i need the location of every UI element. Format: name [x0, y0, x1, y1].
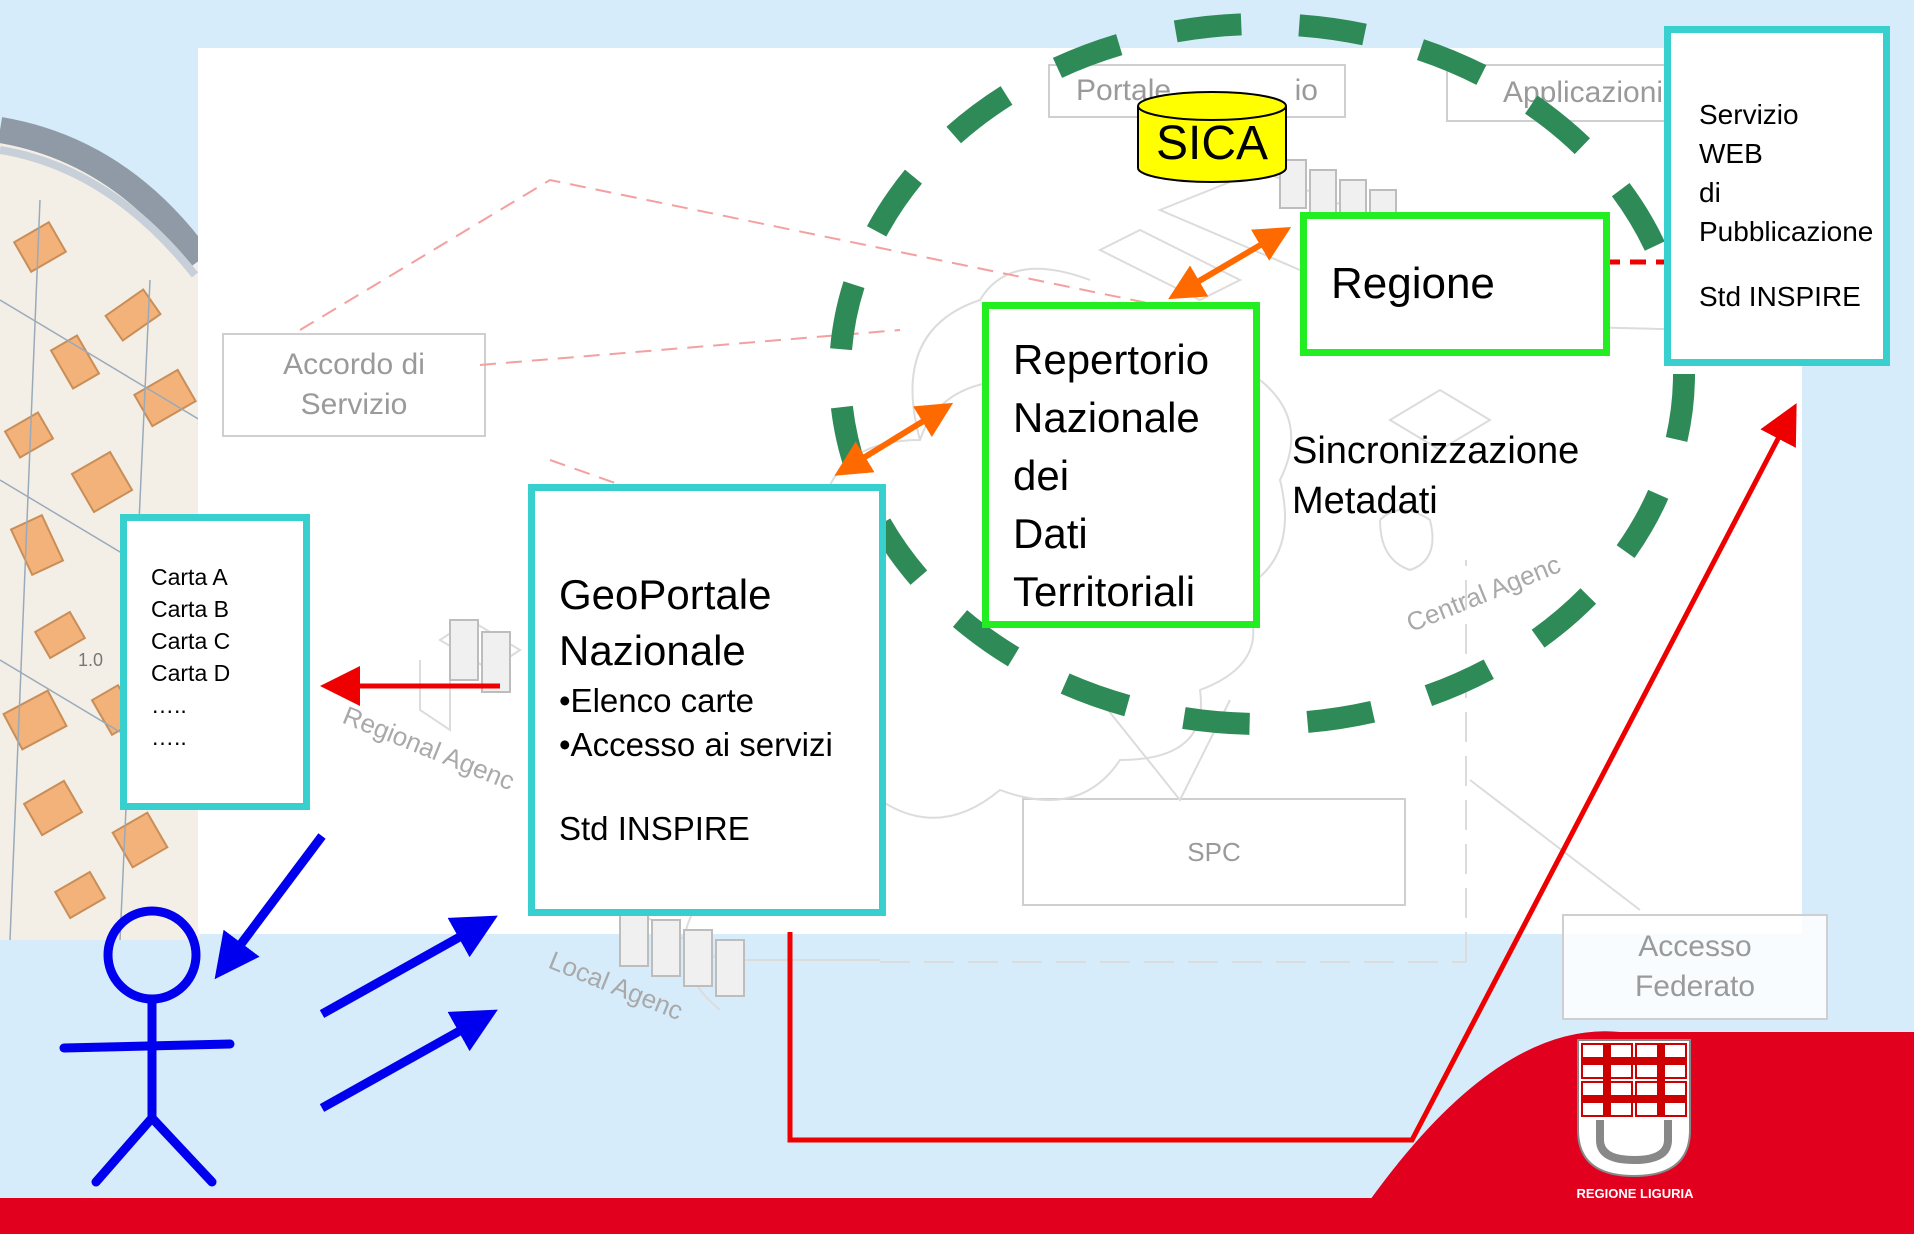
logo-caption: REGIONE LIGURIA: [1576, 1186, 1694, 1201]
servizio-line-4: Pubblicazione: [1699, 216, 1874, 247]
spc-label: SPC: [1187, 837, 1241, 867]
sincronizzazione-label: Sincronizzazione Metadati: [1292, 426, 1579, 526]
carte-item-5: …..: [151, 692, 187, 718]
repertorio-line-4: Dati: [1013, 510, 1088, 557]
regione-box: Regione: [1300, 212, 1610, 356]
servizio-web-box: Servizio WEB di Pubblicazione Std INSPIR…: [1664, 26, 1890, 366]
spc-box: SPC: [1022, 798, 1406, 906]
servizio-line-2: WEB: [1699, 138, 1763, 169]
blue-arrow-user-to-geo-2: [319, 1009, 498, 1112]
repertorio-box: Repertorio Nazionale dei Dati Territoria…: [982, 302, 1260, 628]
portale-label: Portale: [1076, 74, 1172, 107]
geoportale-title-1: GeoPortale: [559, 571, 772, 618]
applicazioni-label: Applicazioni: [1502, 76, 1664, 109]
repertorio-line-5: Territoriali: [1013, 568, 1196, 615]
servizio-line-1: Servizio: [1699, 99, 1799, 130]
geoportale-box: GeoPortale Nazionale •Elenco carte •Acce…: [528, 484, 886, 916]
repertorio-line-1: Repertorio: [1013, 336, 1210, 383]
accesso-federato-box: Accesso Federato: [1562, 914, 1828, 1020]
carte-item-4: Carta D: [151, 660, 231, 686]
accordo-line-1: Accordo di: [283, 348, 425, 381]
geoportale-standard: Std INSPIRE: [559, 810, 750, 847]
carte-item-2: Carta B: [151, 596, 229, 622]
accordo-line-2: Servizio: [300, 388, 408, 421]
regione-label: Regione: [1331, 259, 1495, 308]
servizio-line-3: di: [1699, 177, 1721, 208]
portale-suffix: io: [1294, 74, 1318, 107]
accesso-line-1: Accesso: [1638, 930, 1752, 963]
carte-item-3: Carta C: [151, 628, 231, 654]
accordo-di-servizio-box: Accordo di Servizio: [222, 333, 486, 437]
sincronizzazione-line-2: Metadati: [1292, 480, 1438, 522]
blue-arrow-user-to-geo-1: [319, 915, 498, 1018]
servizio-standard: Std INSPIRE: [1699, 281, 1861, 312]
sincronizzazione-line-1: Sincronizzazione: [1292, 430, 1580, 472]
carte-list-box: Carta A Carta B Carta C Carta D ….. …..: [120, 514, 310, 810]
repertorio-line-3: dei: [1013, 452, 1070, 499]
repertorio-line-2: Nazionale: [1013, 394, 1200, 441]
user-figure: [59, 906, 235, 1187]
geoportale-title-2: Nazionale: [559, 627, 746, 674]
portale-box: Portale io: [1048, 64, 1346, 118]
local-agency-label: Local Agenc: [544, 945, 688, 1026]
red-swoosh-decoration: [1370, 1031, 1914, 1200]
accesso-line-2: Federato: [1634, 970, 1756, 1003]
regione-liguria-shield: [1577, 1039, 1691, 1178]
carte-item-6: …..: [151, 724, 187, 750]
geoportale-bullet-2: •Accesso ai servizi: [559, 726, 833, 763]
carte-item-1: Carta A: [151, 564, 228, 590]
bottom-red-band: [0, 1198, 1914, 1234]
geoportale-bullet-1: •Elenco carte: [559, 682, 754, 719]
sica-label: SICA: [1155, 117, 1269, 170]
version-label: 1.0: [78, 650, 104, 670]
